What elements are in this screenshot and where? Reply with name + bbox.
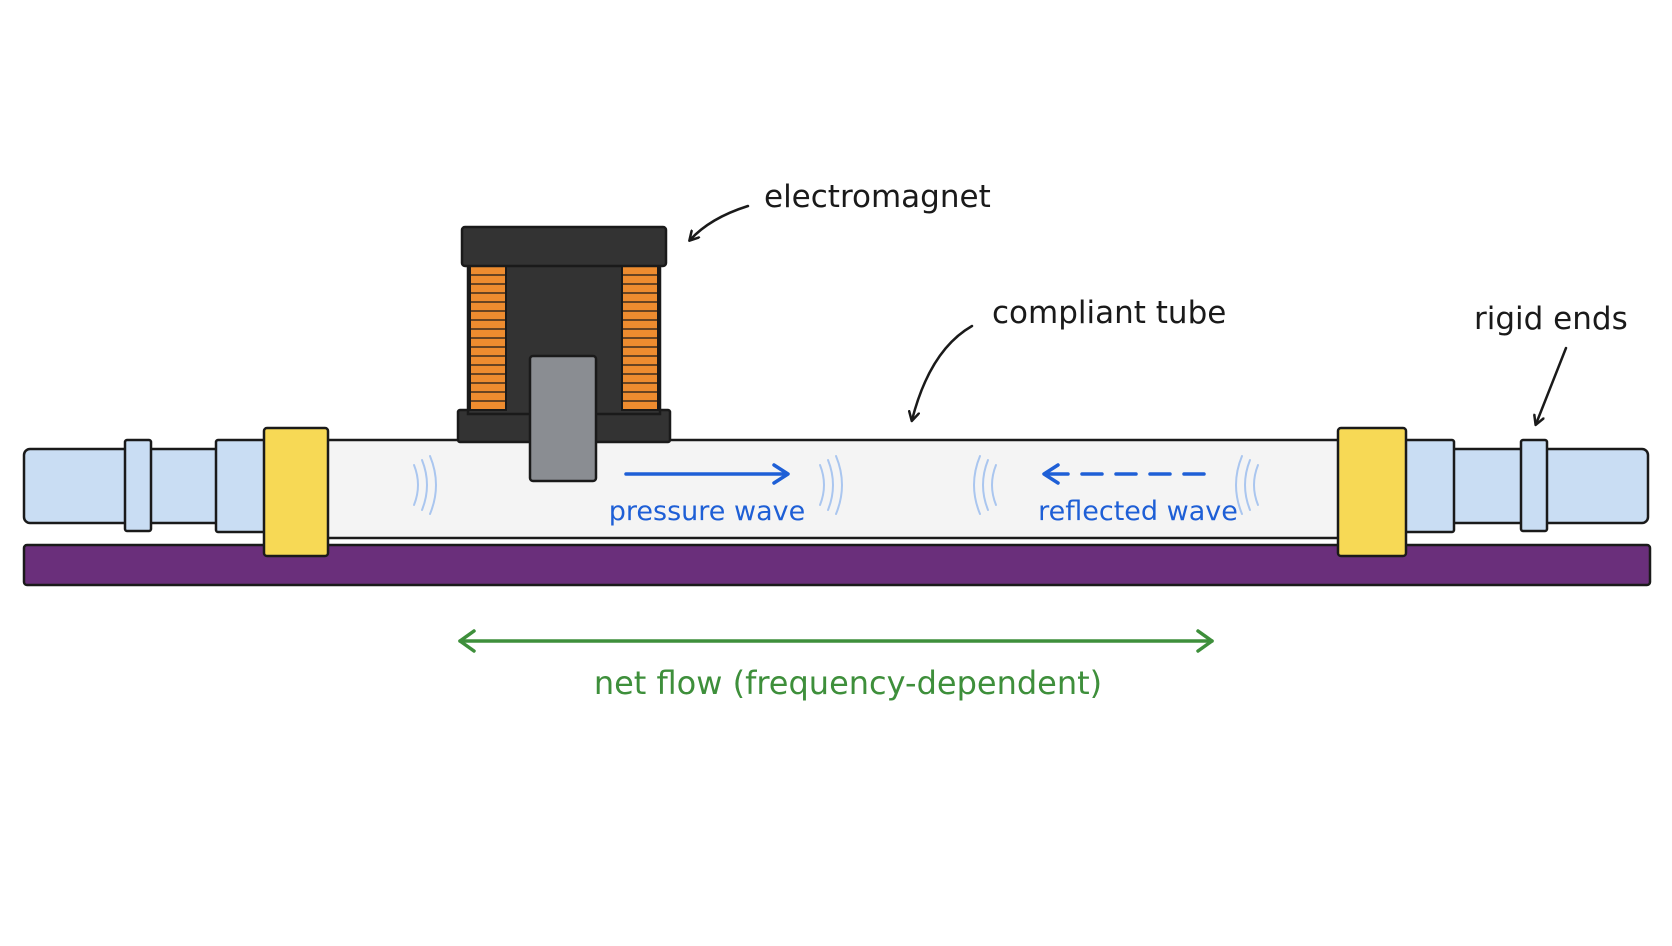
- base-plate: [22, 543, 1652, 587]
- pressure-wave-arrow: [624, 463, 790, 485]
- right-clamp: [1336, 426, 1408, 558]
- electromagnet-callout-arrow: [690, 204, 750, 240]
- magnet-top-plate: [460, 225, 668, 268]
- net-flow-arrow: [458, 629, 1214, 653]
- wave-ripples: [413, 455, 1259, 515]
- ripple-2: [819, 455, 843, 515]
- reflected-wave-label: reflected wave: [1038, 496, 1238, 527]
- ripple-4: [1235, 455, 1259, 515]
- left-rigid-pipe: [22, 438, 268, 534]
- rigid-ends-callout-arrow: [1536, 346, 1568, 424]
- reflected-wave-arrow: [1042, 463, 1206, 485]
- compliant-tube-callout-arrow: [912, 324, 974, 420]
- rigid-ends-label: rigid ends: [1474, 301, 1628, 337]
- ripple-3: [973, 455, 997, 515]
- electromagnet-label: electromagnet: [764, 179, 991, 215]
- net-flow-label: net flow (frequency-dependent): [594, 664, 1102, 702]
- ripple-1: [413, 455, 437, 515]
- pressure-wave-label: pressure wave: [609, 496, 805, 527]
- left-clamp: [262, 426, 330, 558]
- plunger: [528, 354, 598, 483]
- right-rigid-pipe: [1400, 438, 1650, 534]
- electromagnet: [456, 225, 672, 483]
- compliant-tube-label: compliant tube: [992, 295, 1226, 331]
- coil-windings: [470, 274, 658, 402]
